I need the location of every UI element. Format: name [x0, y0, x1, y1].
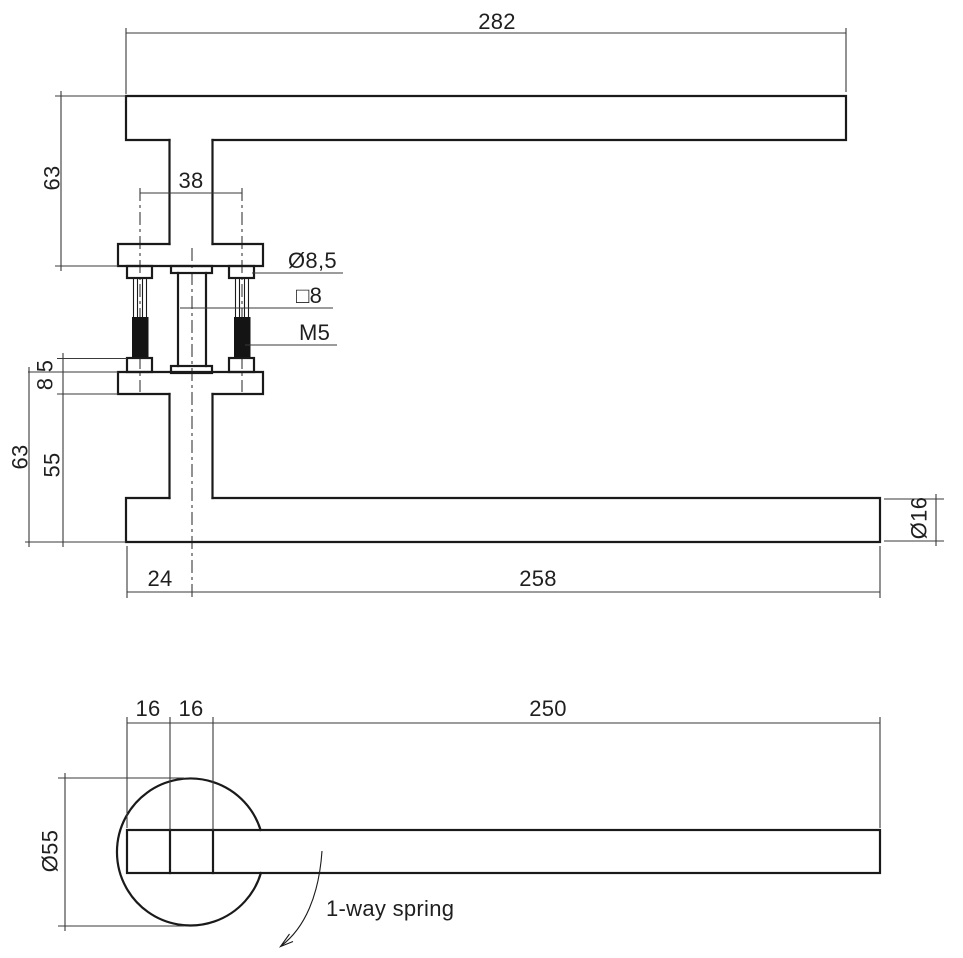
dim-neck-width-left-label: 16	[135, 696, 160, 721]
spindle-shaft	[176, 271, 208, 368]
dim-neck-width-right-label: 16	[178, 696, 203, 721]
spring-arrowhead	[278, 933, 294, 948]
dim-front-lengths: 16 16 250	[126, 696, 881, 830]
front-view: 16 16 250 Ø55 1-way spring	[38, 696, 882, 948]
dim-thread-label: M5	[299, 320, 330, 345]
dim-rose-diameter-label: Ø55	[38, 830, 63, 872]
dim-spindle-square-label: □8	[296, 283, 322, 308]
lever-bar-top	[124, 94, 848, 142]
screw-right	[227, 264, 256, 374]
dim-height-upper-label: 63	[40, 165, 65, 190]
dim-height-upper: 63	[40, 91, 126, 271]
spring-annotation-group: 1-way spring	[278, 850, 454, 948]
dim-left-stack: 5 8 63 55	[8, 353, 127, 547]
dim-rose-thickness-label: 8	[33, 378, 58, 391]
dim-bottom-lengths: 24 258	[126, 546, 881, 598]
side-view: 282 63 38 Ø8,5 □8 M5 5	[8, 9, 944, 599]
dim-grip-length-label: 258	[519, 566, 557, 591]
spring-arrow-curve	[280, 850, 323, 947]
lever-neck-edges	[168, 828, 215, 875]
spindle-cap-top	[169, 264, 214, 275]
dim-tube-diameter: Ø16	[884, 494, 944, 546]
dim-height-lower-label: 63	[8, 444, 33, 469]
rosette-circle	[115, 777, 263, 927]
dim-screw-spacing: 38	[140, 168, 242, 194]
neck-lower	[168, 392, 214, 500]
screw-left-shank	[132, 278, 148, 317]
lever-bar-bottom	[124, 496, 882, 544]
screw-right-shank	[234, 278, 250, 317]
screw-left-thread	[132, 317, 149, 358]
dim-nut-height-label: 5	[33, 360, 58, 373]
callout-spindle-square: □8	[180, 283, 333, 309]
spring-annotation: 1-way spring	[326, 896, 454, 921]
screw-left	[125, 264, 154, 374]
dim-tube-diameter-label: Ø16	[907, 497, 932, 539]
screw-left-head	[125, 264, 154, 280]
callout-thread: M5	[245, 320, 337, 346]
screw-right-head	[227, 264, 256, 280]
neck-upper	[168, 138, 214, 246]
dim-neck-offset-label: 24	[147, 566, 172, 591]
dim-overall-length-label: 282	[478, 9, 516, 34]
dim-rose-diameter: Ø55	[38, 773, 184, 931]
dim-screw-spacing-label: 38	[178, 168, 203, 193]
dim-face-to-bar-label: 55	[40, 452, 65, 477]
screw-right-thread	[234, 317, 251, 358]
dim-overall-length: 282	[125, 9, 847, 94]
callout-hole-diameter: Ø8,5	[252, 248, 343, 274]
lever-front	[125, 828, 882, 875]
dim-lever-length-label: 250	[529, 696, 567, 721]
spindle	[169, 264, 214, 375]
dim-hole-diameter-label: Ø8,5	[288, 248, 337, 273]
